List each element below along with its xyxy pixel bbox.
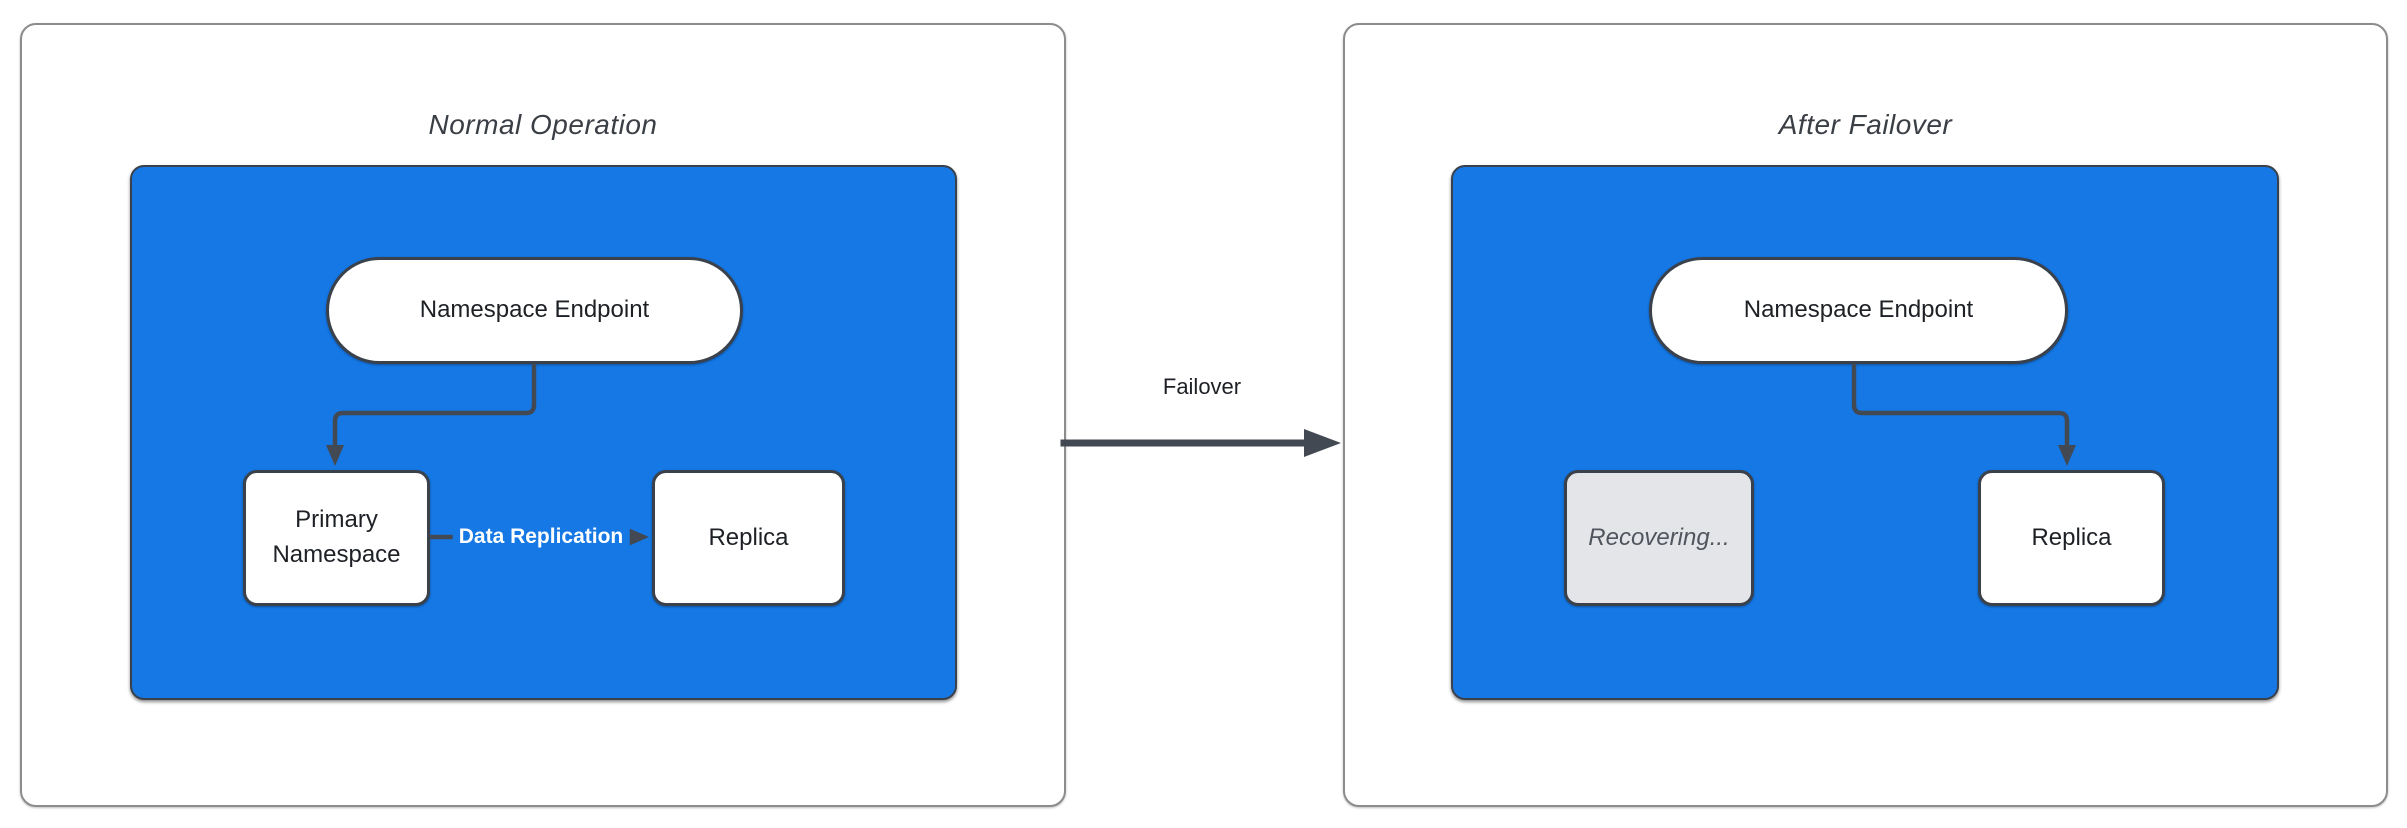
data-replication-label: Data Replication [452,521,630,553]
node-recovering: Recovering... [1564,470,1754,606]
namespace-container-failover: Namespace Endpoint Recovering... Replica [1451,165,2279,700]
node-namespace-endpoint-failover: Namespace Endpoint [1649,257,2068,364]
panel-title-after-failover: After Failover [1778,109,1953,140]
arrowhead-failover [1304,429,1341,457]
namespace-container-normal: Namespace Endpoint Primary Namespace Rep… [130,165,957,700]
node-namespace-endpoint-normal: Namespace Endpoint [326,257,743,364]
failover-label: Failover [1156,372,1248,402]
node-replica-failover: Replica [1978,470,2165,606]
node-label: Namespace Endpoint [1743,296,1974,324]
panel-title-normal-operation: Normal Operation [428,109,658,140]
node-label: Replica [708,523,789,551]
panel-after-failover: After Failover Namespace Endpoint Recove… [1343,23,2388,807]
panel-normal-operation: Normal Operation Namespace Endpoint Prim… [20,23,1066,807]
node-label: Namespace Endpoint [419,296,650,324]
node-replica-normal: Replica [652,470,845,606]
node-label: Recovering... [1588,523,1730,551]
node-label: Primary Namespace [272,506,401,568]
node-label: Replica [2031,523,2112,551]
node-primary-namespace: Primary Namespace [243,470,430,606]
